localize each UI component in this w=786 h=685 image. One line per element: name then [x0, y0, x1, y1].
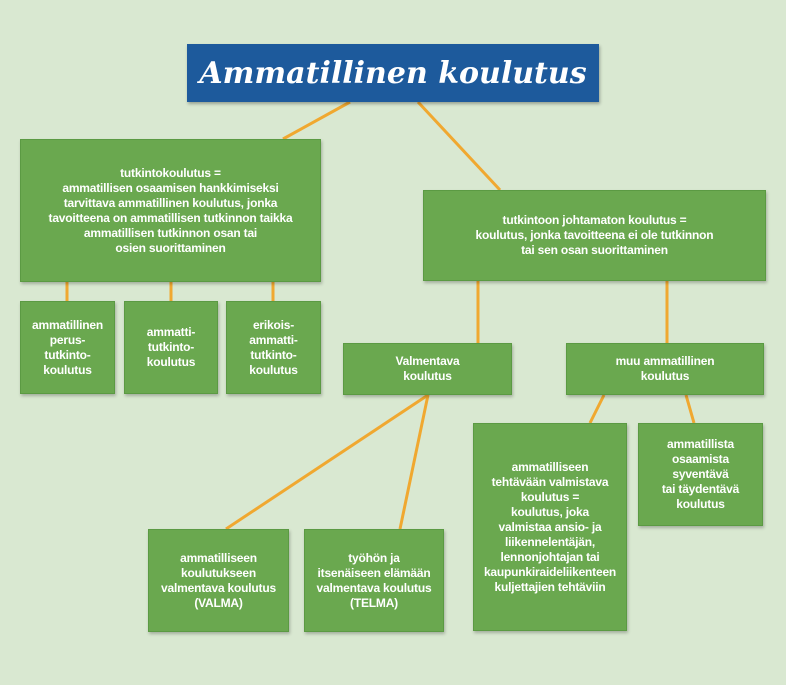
connector-valmentava-valma	[225, 393, 429, 531]
node-telma-text: työhön ja itsenäiseen elämään valmentava…	[316, 550, 432, 610]
connector-valmentava-telma	[398, 394, 430, 530]
diagram-title-text: Ammatillinen koulutus	[199, 55, 587, 91]
node-tehtavaan-valmistava-text: ammatilliseen tehtävään valmistava koulu…	[483, 459, 617, 594]
node-tehtavaan-valmistava: ammatilliseen tehtävään valmistava koulu…	[473, 423, 627, 631]
node-tutkintoon-johtamaton: tutkintoon johtamaton koulutus = koulutu…	[423, 190, 766, 281]
node-erikoisammattitutkintokoulutus: erikois- ammatti- tutkinto- koulutus	[226, 301, 321, 394]
node-perustutkintokoulutus: ammatillinen perus- tutkinto- koulutus	[20, 301, 115, 394]
node-muu-ammatillinen: muu ammatillinen koulutus	[566, 343, 764, 395]
node-tutkintokoulutus: tutkintokoulutus = ammatillisen osaamise…	[20, 139, 321, 282]
connector-muu-tehtavaan	[588, 394, 606, 424]
diagram-title: Ammatillinen koulutus	[187, 44, 599, 102]
node-valma: ammatilliseen koulutukseen valmentava ko…	[148, 529, 289, 632]
connector-title-tutkinto	[282, 100, 351, 141]
node-ammattitutkintokoulutus-text: ammatti- tutkinto- koulutus	[146, 325, 196, 369]
node-valmentava-text: Valmentava koulutus	[395, 354, 460, 383]
node-tutkintoon-johtamaton-text: tutkintoon johtamaton koulutus = koulutu…	[475, 213, 714, 257]
node-tutkintokoulutus-text: tutkintokoulutus = ammatillisen osaamise…	[48, 165, 293, 255]
node-valma-text: ammatilliseen koulutukseen valmentava ko…	[161, 550, 276, 610]
connector-muu-syventava	[684, 394, 696, 424]
node-valmentava: Valmentava koulutus	[343, 343, 512, 395]
node-syventava: ammatillista osaamista syventävä tai täy…	[638, 423, 763, 526]
node-muu-ammatillinen-text: muu ammatillinen koulutus	[615, 354, 715, 383]
connector-title-johtamaton	[416, 100, 502, 192]
node-erikoisammattitutkintokoulutus-text: erikois- ammatti- tutkinto- koulutus	[249, 317, 298, 377]
node-ammattitutkintokoulutus: ammatti- tutkinto- koulutus	[124, 301, 218, 394]
node-perustutkintokoulutus-text: ammatillinen perus- tutkinto- koulutus	[32, 317, 103, 377]
node-syventava-text: ammatillista osaamista syventävä tai täy…	[661, 437, 740, 511]
node-telma: työhön ja itsenäiseen elämään valmentava…	[304, 529, 444, 632]
